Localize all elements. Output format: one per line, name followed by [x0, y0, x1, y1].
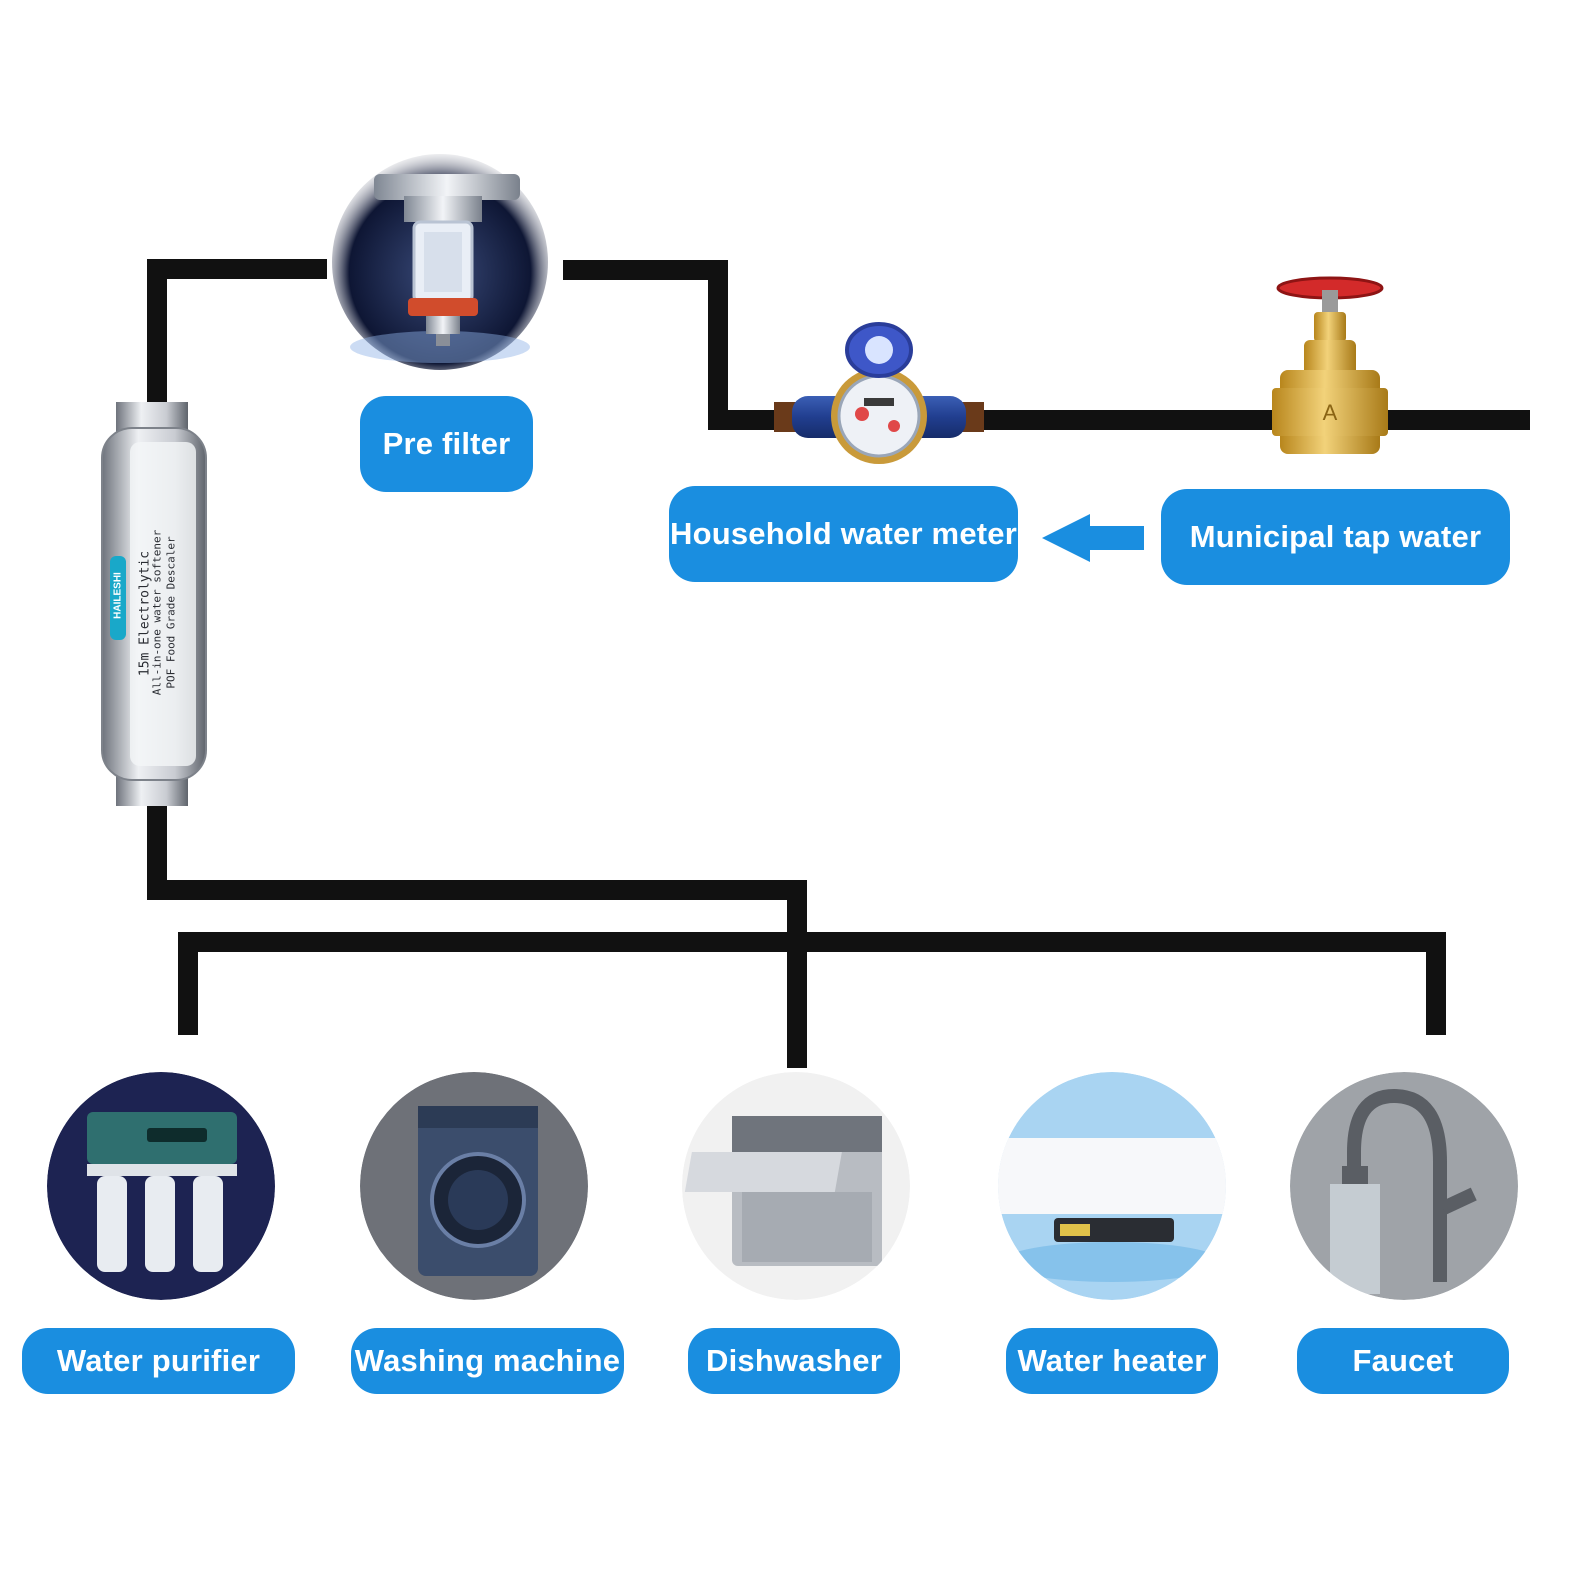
faucet-label: Faucet	[1297, 1328, 1509, 1394]
softener-text-line-2: All-in-one water softener	[150, 529, 164, 696]
pre-filter-icon	[332, 154, 548, 370]
water-purifier-icon	[47, 1072, 275, 1300]
municipal-tap-water-label: Municipal tap water	[1161, 489, 1510, 585]
faucet-icon	[1290, 1072, 1518, 1300]
pipe-appliance-manifold	[178, 932, 1446, 1035]
water-meter-icon	[774, 322, 984, 464]
dishwasher-label: Dishwasher	[688, 1328, 900, 1394]
washing-machine-label: Washing machine	[351, 1328, 624, 1394]
pipe-prefilter-to-softener	[147, 259, 327, 410]
dishwasher-icon	[682, 1072, 910, 1300]
flow-arrow-left-icon	[1042, 514, 1144, 562]
water-heater-icon	[998, 1072, 1226, 1300]
softener-brand: HAILESHI	[112, 572, 124, 619]
electrolytic-softener-icon	[101, 402, 207, 806]
washing-machine-icon	[360, 1072, 588, 1300]
pre-filter-label: Pre filter	[360, 396, 533, 492]
pipe-main-inlet	[563, 260, 1530, 430]
gate-valve-icon: A	[1272, 276, 1388, 454]
svg-text:A: A	[1323, 400, 1338, 425]
softener-text-line-3: POF Food Grade Descaler	[164, 536, 178, 689]
water-purifier-label: Water purifier	[22, 1328, 295, 1394]
household-water-meter-label: Household water meter	[669, 486, 1018, 582]
pipe-softener-to-branch	[147, 805, 807, 1068]
water-heater-label: Water heater	[1006, 1328, 1218, 1394]
